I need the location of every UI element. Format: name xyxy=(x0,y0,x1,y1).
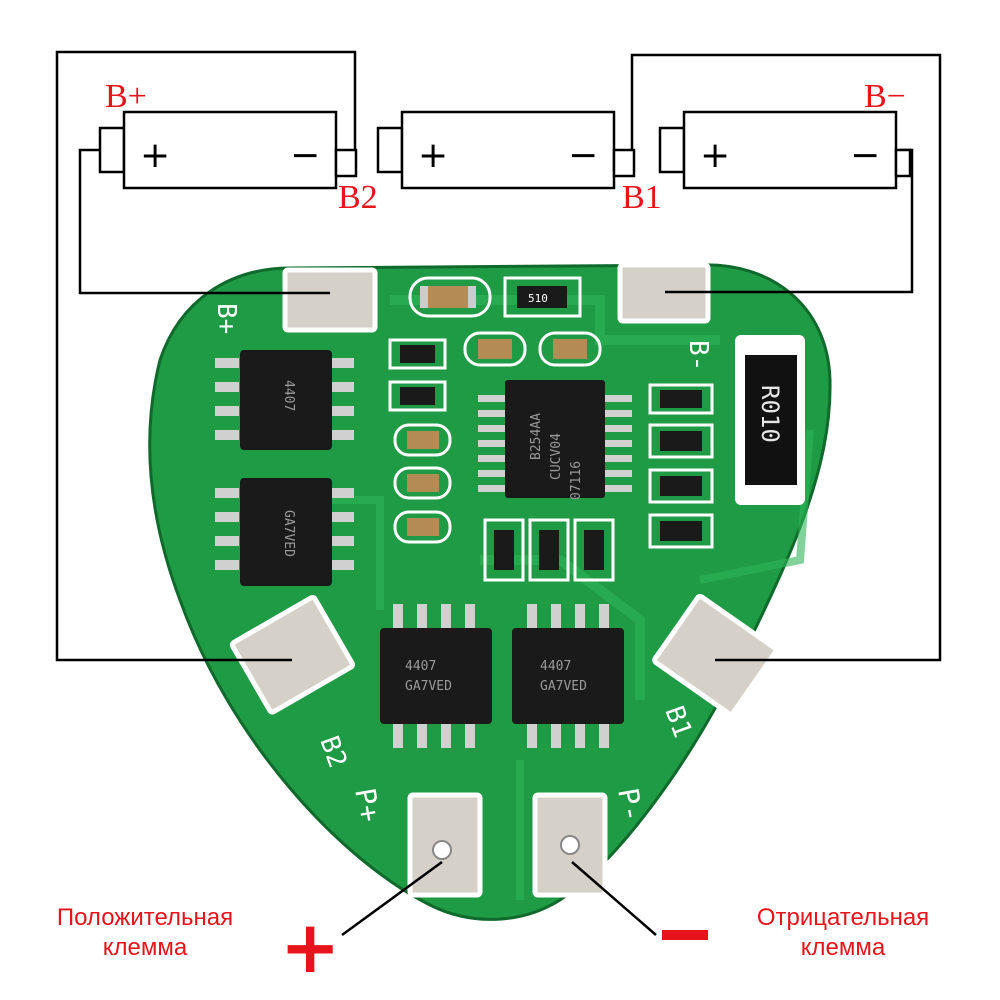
negative-caption-line1: Отрицательная xyxy=(756,904,930,931)
ic-marking-top: B254AA xyxy=(529,413,544,460)
negative-caption-line2: клемма xyxy=(800,934,886,961)
negative-terminal-caption: Отрицательная клемма xyxy=(718,903,968,963)
silk-p-plus: P+ xyxy=(348,785,386,824)
silk-p-minus: P- xyxy=(611,785,649,824)
wire-b1-loop xyxy=(630,53,942,662)
pad-b1 xyxy=(652,593,779,717)
battery-cells: + − + − + − xyxy=(98,110,912,190)
mosfet-1: 4407 xyxy=(215,350,354,450)
passive-components: 510 xyxy=(388,276,714,582)
cell-3-minus: − xyxy=(850,135,880,176)
resistor-small-1: 510 xyxy=(503,276,582,318)
mosfet-chips: 4407 GA7VED 4407 GA7VED xyxy=(215,350,624,748)
mosfet-1-marking: 4407 xyxy=(281,380,296,411)
mosfet-3-marking-1: 4407 xyxy=(405,659,436,674)
silk-b-plus: B+ xyxy=(211,303,241,334)
positive-caption-line1: Положительная xyxy=(56,904,234,931)
sense-resistor: R010 xyxy=(735,335,805,505)
leader-negative xyxy=(571,861,657,936)
ic-marking-bottom: 07116 xyxy=(569,461,584,500)
label-b-minus: B− xyxy=(864,78,906,115)
wire-b-plus xyxy=(78,148,330,295)
cell-2-minus: − xyxy=(568,135,598,176)
mosfet-4-marking-2: GA7VED xyxy=(540,679,587,694)
ic-marking-mid: CUCV04 xyxy=(549,433,564,480)
mosfet-3: 4407 GA7VED xyxy=(380,604,492,748)
cell-2-plus: + xyxy=(418,135,448,176)
label-b1: B1 xyxy=(622,179,662,216)
label-b-plus: B+ xyxy=(105,78,147,115)
cell-1-minus: − xyxy=(290,135,320,176)
mosfet-4: 4407 GA7VED xyxy=(512,604,624,748)
mosfet-2: GA7VED xyxy=(215,478,354,586)
positive-terminal-caption: Положительная клемма xyxy=(20,903,270,963)
capacitor-1 xyxy=(408,276,492,318)
capacitor-row xyxy=(463,331,602,367)
right-component-column xyxy=(648,383,714,549)
pad-b2 xyxy=(229,594,355,715)
mosfet-3-marking-2: GA7VED xyxy=(405,679,452,694)
silk-b-minus: B- xyxy=(683,340,713,371)
mosfet-2-marking: GA7VED xyxy=(281,510,296,557)
wire-b2-loop xyxy=(55,50,357,662)
resistor-marking: R010 xyxy=(756,385,784,443)
bottom-component-row xyxy=(483,518,615,582)
protection-ic: B254AA CUCV04 07116 xyxy=(478,380,632,500)
leader-positive xyxy=(341,860,443,937)
battery-cell-2: + − xyxy=(376,110,636,190)
label-b2: B2 xyxy=(338,179,378,216)
cell-1-plus: + xyxy=(140,135,170,176)
positive-caption-line2: клемма xyxy=(102,934,188,961)
battery-node-labels: B+ B− B2 B1 xyxy=(105,78,906,216)
resistor-small-marking: 510 xyxy=(528,292,548,305)
pad-b-plus xyxy=(282,267,378,333)
battery-cell-1: + − xyxy=(98,110,358,190)
negative-symbol xyxy=(662,930,708,940)
left-component-column xyxy=(388,338,452,544)
pcb-pads xyxy=(229,262,779,898)
battery-cell-3: + − xyxy=(658,110,912,190)
mosfet-4-marking-1: 4407 xyxy=(540,659,571,674)
positive-symbol: + xyxy=(280,905,340,989)
cell-3-plus: + xyxy=(700,135,730,176)
